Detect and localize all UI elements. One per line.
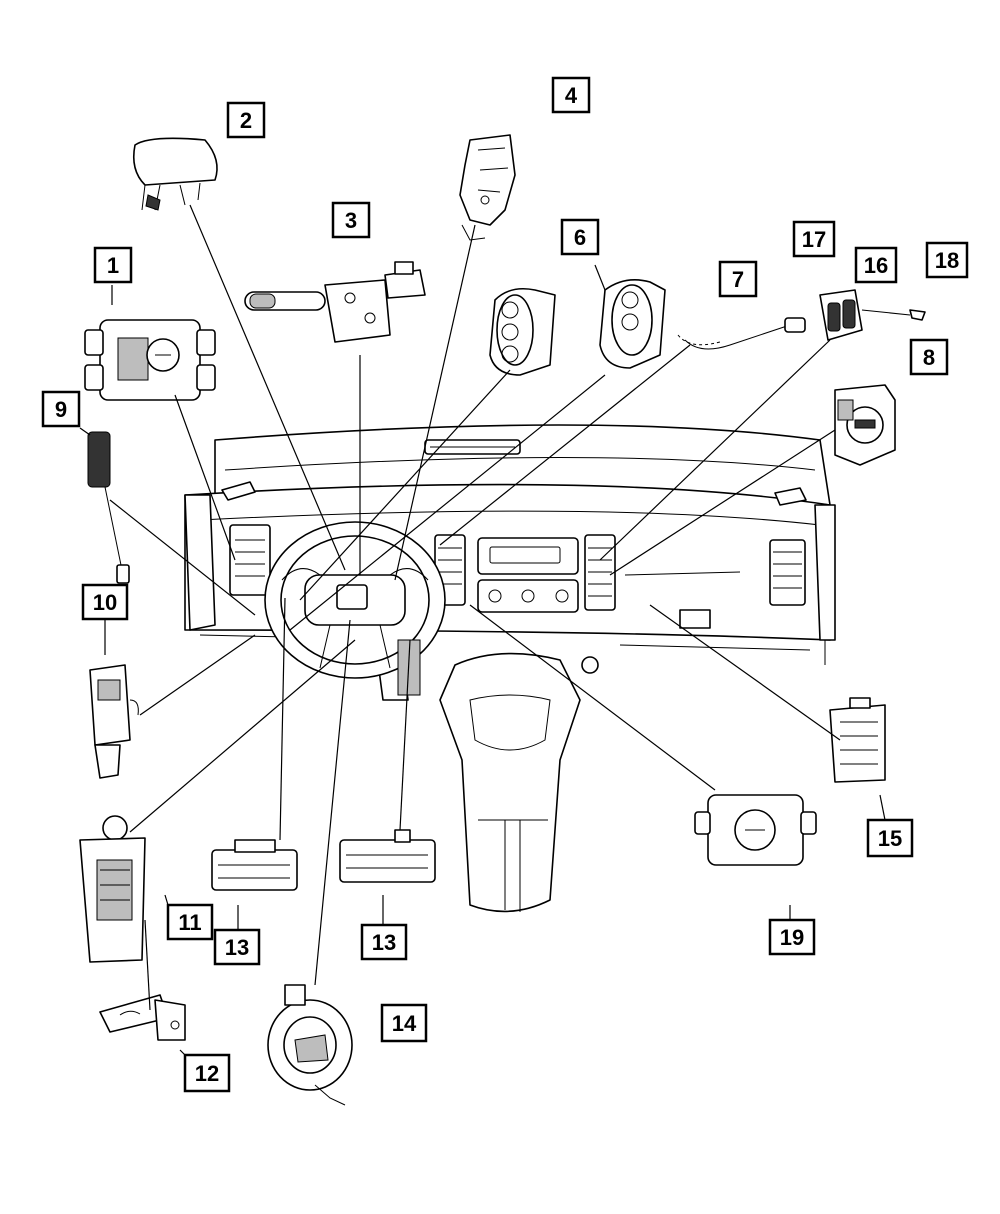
callout-14: 14: [380, 1003, 428, 1043]
callout-label-11: 11: [178, 910, 201, 935]
sensor-lead: [87, 431, 130, 584]
callout-18: 18: [925, 241, 969, 279]
callout-label-7: 7: [732, 267, 744, 292]
callout-19: 19: [768, 918, 816, 956]
callout-2: 2: [226, 101, 266, 139]
callout-label-12: 12: [195, 1061, 219, 1086]
blower-resistor: [829, 697, 886, 783]
callout-label-3: 3: [345, 208, 357, 233]
callout-label-1: 1: [107, 253, 119, 278]
ignition-switch: [834, 384, 896, 466]
callout-12: 12: [183, 1053, 231, 1093]
callout-label-19: 19: [780, 925, 804, 950]
callout-label-2: 2: [240, 108, 252, 133]
callout-11: 11: [166, 903, 214, 941]
callout-15: 15: [866, 818, 914, 858]
callout-label-18: 18: [935, 248, 959, 273]
multifunction-switch: [244, 261, 426, 343]
clockspring: [267, 984, 353, 1106]
hvac-control: [694, 794, 817, 866]
column-bracket: [459, 134, 516, 241]
bracket-12: [99, 994, 186, 1041]
callout-9: 9: [41, 390, 81, 428]
callout-8: 8: [909, 338, 949, 376]
callout-1: 1: [93, 246, 133, 284]
center-console: [439, 652, 599, 913]
actuator-13-right: [339, 829, 436, 883]
callout-label-15: 15: [878, 826, 902, 851]
callout-3: 3: [331, 201, 371, 239]
callout-17: 17: [792, 220, 836, 258]
callout-label-14: 14: [392, 1011, 417, 1036]
callout-label-6: 6: [574, 225, 586, 250]
callout-label-16: 16: [864, 253, 888, 278]
callout-label-17: 17: [802, 227, 826, 252]
leader-lines: [79, 204, 886, 1056]
callout-4: 4: [551, 76, 591, 114]
window-switch-right: [599, 279, 666, 369]
callout-16: 16: [854, 246, 898, 284]
switch-module-10: [89, 664, 139, 779]
callout-label-8: 8: [923, 345, 935, 370]
callout-6: 6: [560, 218, 600, 256]
callout-13-right: 13: [360, 923, 408, 961]
callout-label-13-right: 13: [372, 930, 396, 955]
steering-wheel: [264, 521, 446, 701]
actuator-11: [79, 815, 146, 963]
window-switch-left: [489, 287, 556, 376]
actuator-13-left: [211, 839, 298, 891]
callout-label-4: 4: [565, 83, 578, 108]
headlamp-switch: [84, 319, 216, 401]
callout-7: 7: [718, 260, 758, 298]
callout-label-10: 10: [93, 590, 117, 615]
callout-13-left: 13: [213, 928, 261, 966]
callout-label-13-left: 13: [225, 935, 249, 960]
wiring-harness: [677, 317, 806, 350]
mirror-switch: [819, 289, 926, 341]
airbag-module: [132, 137, 218, 211]
callout-10: 10: [81, 583, 129, 621]
callout-label-9: 9: [55, 397, 67, 422]
